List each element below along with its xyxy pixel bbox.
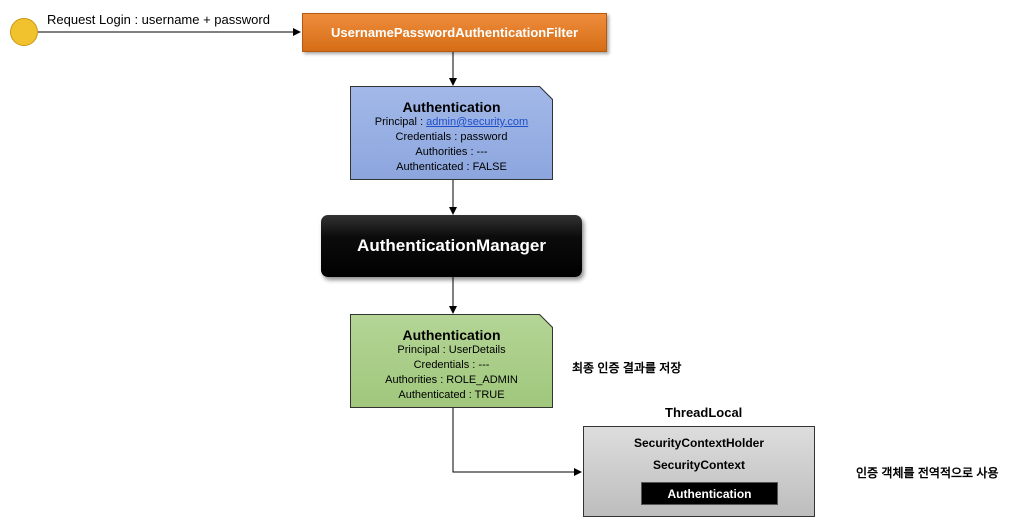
auth-principal-email-link[interactable]: admin@security.com: [426, 116, 529, 128]
threadlocal-label: ThreadLocal: [665, 405, 743, 420]
store-result-note: 최종 인증 결과를 저장: [572, 361, 682, 375]
auth-authorities-line: Authorities : ---: [415, 146, 488, 158]
authentication-card-authenticated: Authentication Principal : UserDetails C…: [350, 314, 553, 408]
start-node: [10, 18, 38, 46]
auth-authenticated-line: Authenticated : TRUE: [398, 389, 505, 401]
context-authentication-box: Authentication: [641, 482, 778, 505]
auth-credentials-line: Credentials : ---: [413, 359, 490, 371]
username-password-filter: UsernamePasswordAuthenticationFilter: [302, 13, 607, 52]
arrow-auth-to-context: [452, 408, 582, 476]
request-login-label: Request Login : username + password: [47, 12, 270, 27]
manager-label: AuthenticationManager: [357, 236, 546, 255]
auth-principal-line: Principal : admin@security.com: [350, 115, 553, 130]
context-authentication-label: Authentication: [667, 486, 752, 501]
auth-credentials-line: Credentials : password: [395, 131, 508, 143]
authentication-manager: AuthenticationManager: [321, 215, 582, 277]
security-context-holder-label: SecurityContextHolder: [633, 436, 765, 450]
global-use-note: 인증 객체를 전역적으로 사용: [856, 466, 999, 480]
auth-authorities-line: Authorities : ROLE_ADMIN: [385, 374, 518, 386]
auth-card-title: Authentication: [402, 99, 501, 115]
auth-principal-prefix: Principal :: [374, 116, 427, 128]
auth-principal-line: Principal : UserDetails: [397, 344, 506, 356]
auth-card-title: Authentication: [402, 327, 501, 343]
auth-authenticated-line: Authenticated : FALSE: [396, 161, 507, 173]
security-context-label: SecurityContext: [652, 458, 746, 472]
security-context-holder-box: SecurityContextHolder SecurityContext Au…: [583, 426, 815, 517]
filter-label: UsernamePasswordAuthenticationFilter: [330, 25, 579, 40]
authentication-card-unauthenticated: Authentication Principal : admin@securit…: [350, 86, 553, 180]
